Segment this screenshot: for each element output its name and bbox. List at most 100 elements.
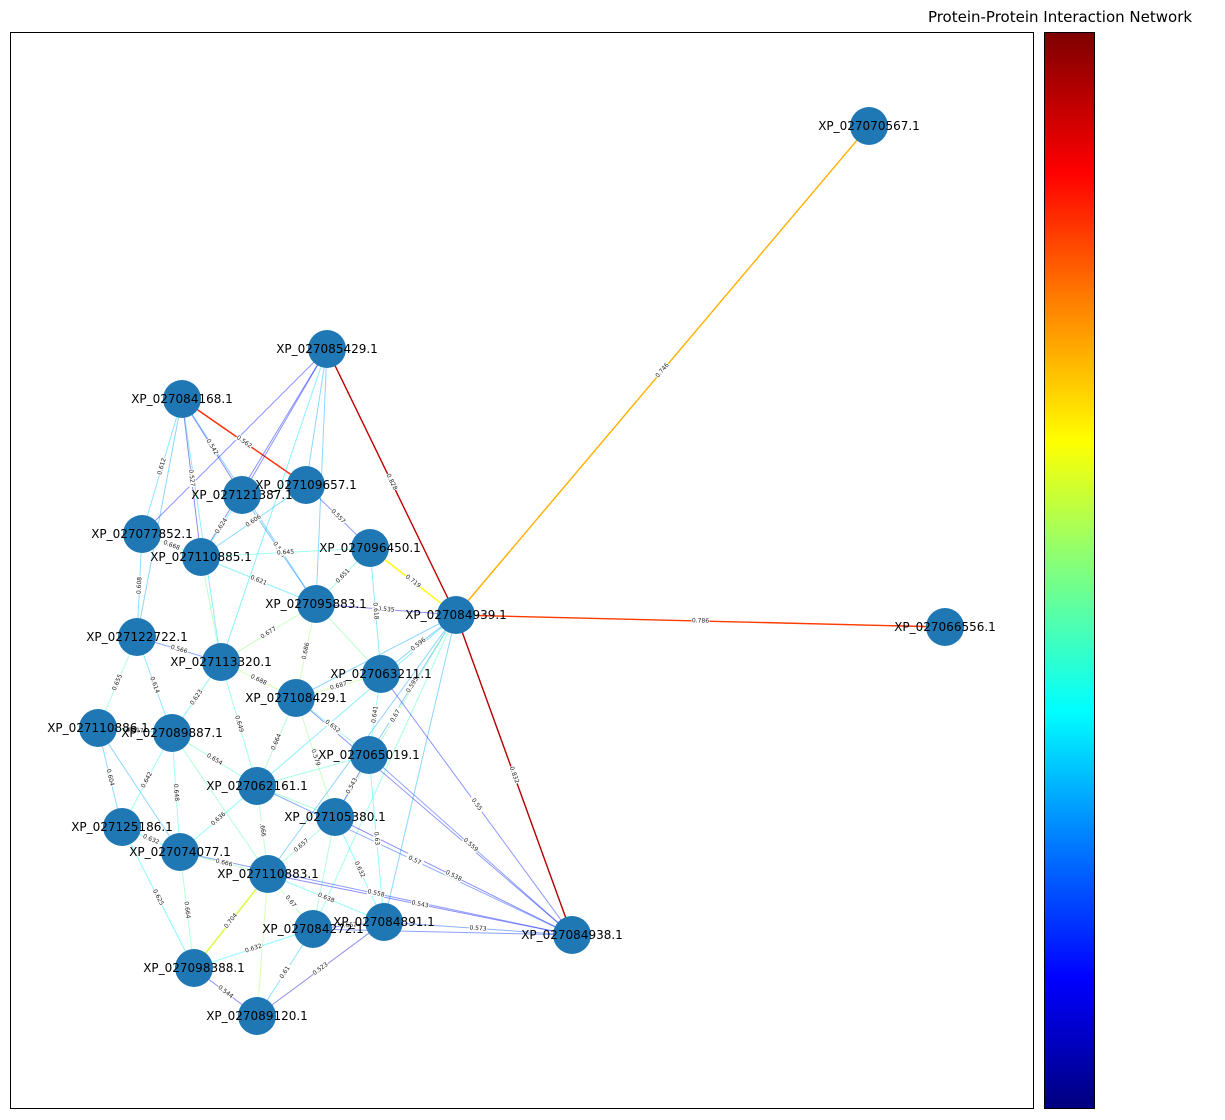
edge-label-bg <box>104 767 117 787</box>
edge-label: 0.618 <box>371 602 379 620</box>
edge-label: 0.688 <box>249 673 268 687</box>
node-XP_027125186.1[interactable] <box>103 808 141 846</box>
node-XP_027070567.1[interactable] <box>850 107 888 145</box>
node-XP_027085429.1[interactable] <box>308 330 346 368</box>
edge-label-group-27: 0.557 <box>329 507 348 525</box>
node-XP_027089120.1[interactable] <box>238 997 276 1035</box>
edge-label-group-53: 0.604 <box>104 767 117 787</box>
node-XP_027098388.1[interactable] <box>175 949 213 987</box>
node-label-XP_027110886.1: XP_027110886.1 <box>47 721 149 735</box>
edge-label-bg <box>249 672 269 687</box>
edge-label-bg <box>209 810 228 828</box>
chart-title: Protein-Protein Interaction Network <box>927 8 1193 26</box>
node-XP_027084272.1[interactable] <box>294 910 332 948</box>
edge-label-group-15: 0.542 <box>204 437 221 456</box>
node-XP_027063211.1[interactable] <box>362 655 400 693</box>
node-XP_027084168.1[interactable] <box>163 380 201 418</box>
edge-label-group-78: 0.523 <box>310 960 330 977</box>
edge-label-bg <box>384 472 400 492</box>
edge-label: 0.623 <box>189 688 205 706</box>
node-XP_027095883.1[interactable] <box>297 585 335 623</box>
edge-label: 0.621 <box>249 574 268 587</box>
edge-label-bg <box>269 732 283 752</box>
edge-label-group-14: 0.562 <box>234 433 254 450</box>
edge-label-bg <box>387 706 403 726</box>
edge-label: 0.664 <box>270 733 283 752</box>
node-XP_027065019.1[interactable] <box>350 736 388 774</box>
edge-label: 0.562 <box>235 434 253 450</box>
edge-label-group-1: 0.786 <box>691 616 710 625</box>
node-XP_027077852.1[interactable] <box>123 515 161 553</box>
edge-label-group-71: 0.664 <box>182 900 193 920</box>
edge-label: 0.686 <box>301 642 311 660</box>
edge-label-bg <box>234 433 254 450</box>
edge-61 <box>256 754 370 787</box>
node-label-XP_027084938.1: XP_027084938.1 <box>521 928 623 942</box>
edge-label: 0.543 <box>345 777 359 796</box>
node-label-XP_027084168.1: XP_027084168.1 <box>131 392 233 406</box>
edge-label: 0.552 <box>340 921 358 930</box>
edge-label-bg <box>376 604 396 614</box>
node-XP_027084938.1[interactable] <box>553 916 591 954</box>
edge-label: 0.63 <box>372 832 380 846</box>
edge-label: 0.655 <box>111 673 124 692</box>
node-XP_027096450.1[interactable] <box>351 529 389 567</box>
node-XP_027074077.1[interactable] <box>161 833 199 871</box>
node-XP_027110885.1[interactable] <box>182 538 220 576</box>
edge-label: .666 <box>258 823 267 837</box>
node-XP_027105380.1[interactable] <box>316 798 354 836</box>
edge-label-bg <box>213 516 229 536</box>
edge-label-group-73: 0.704 <box>222 911 239 930</box>
edge-label-bg <box>468 923 488 933</box>
node-label-XP_027110885.1: XP_027110885.1 <box>150 550 252 564</box>
edge-24 <box>141 348 328 535</box>
edge-label-bg <box>182 900 193 920</box>
edge-label-group-41: 0.677 <box>258 624 278 640</box>
node-XP_027066556.1[interactable] <box>926 608 964 646</box>
edge-21 <box>305 348 328 486</box>
edge-label: 0.542 <box>204 438 219 456</box>
edge-label-group-64: .666 <box>258 820 268 840</box>
edge-label-group-43: 0.623 <box>188 687 205 707</box>
edge-label-bg <box>292 836 311 854</box>
edge-label-group-39: 0.655 <box>110 672 124 692</box>
edge-label: 0.612 <box>156 457 168 476</box>
node-label-XP_027098388.1: XP_027098388.1 <box>143 961 245 975</box>
edge-label-group-84: 0.57 <box>405 853 425 868</box>
node-XP_027121387.1[interactable] <box>223 476 261 514</box>
edge-label-bg <box>653 361 671 380</box>
edge-label-bg <box>371 601 381 621</box>
edge-label-bg <box>366 887 386 899</box>
edge-label-bg <box>258 820 268 840</box>
edge-label-group-85: 0.543 <box>410 898 430 910</box>
edge-label-bg <box>405 853 425 868</box>
edge-label-bg <box>155 456 168 476</box>
edge-26 <box>220 348 328 663</box>
node-XP_027089887.1[interactable] <box>153 714 191 752</box>
edge-label: 0.608 <box>136 577 144 595</box>
node-XP_027084891.1[interactable] <box>365 903 403 941</box>
edge-label: 0.654 <box>205 752 223 767</box>
nodes-layer <box>79 107 964 1035</box>
node-XP_027110886.1[interactable] <box>79 709 117 747</box>
node-XP_027109657.1[interactable] <box>287 466 325 504</box>
edge-label: 0.704 <box>223 912 239 930</box>
node-XP_027062161.1[interactable] <box>238 767 276 805</box>
node-XP_027108429.1[interactable] <box>277 679 315 717</box>
edge-label-bg <box>169 643 189 655</box>
node-label-XP_027113320.1: XP_027113320.1 <box>170 655 272 669</box>
node-label-XP_027110883.1: XP_027110883.1 <box>217 867 319 881</box>
node-XP_027110883.1[interactable] <box>249 855 287 893</box>
node-XP_027084939.1[interactable] <box>437 596 475 634</box>
edge-label-group-48: 0.641 <box>369 705 380 724</box>
edge-label-bg <box>408 635 428 653</box>
edges-layer <box>97 125 946 1017</box>
node-label-XP_027084272.1: XP_027084272.1 <box>262 922 364 936</box>
edge-label-group-4: 0.719 <box>404 572 423 590</box>
edge-label-bg <box>691 616 710 625</box>
edge-label-group-0: 0.746 <box>653 361 671 380</box>
node-XP_027122722.1[interactable] <box>118 618 156 656</box>
edge-label: 0.657 <box>293 837 311 854</box>
node-XP_027113320.1[interactable] <box>202 643 240 681</box>
